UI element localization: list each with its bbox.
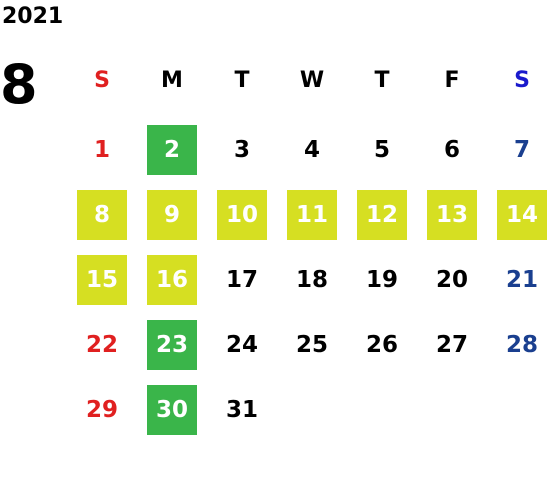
day-cell[interactable]: 8 [77,190,127,240]
day-cell[interactable]: 25 [295,332,328,358]
month-label: 8 [0,53,38,116]
weekday-header: S [514,68,530,93]
day-cell[interactable]: 2 [147,125,197,175]
day-cell[interactable]: 26 [365,332,398,358]
day-cell[interactable]: 31 [225,397,258,423]
day-cell[interactable]: 28 [505,332,538,358]
weekday-header: M [161,68,183,93]
day-cell[interactable]: 16 [147,255,197,305]
day-cell[interactable]: 20 [435,267,468,293]
day-cell[interactable]: 5 [373,137,390,163]
day-cell[interactable]: 10 [217,190,267,240]
day-cell[interactable]: 15 [77,255,127,305]
weekday-header: F [444,68,460,93]
day-cell[interactable]: 22 [85,332,118,358]
day-cell[interactable]: 12 [357,190,407,240]
day-cell[interactable]: 1 [93,137,110,163]
day-cell[interactable]: 4 [303,137,320,163]
weekday-header: T [374,68,390,93]
weekday-header: S [94,68,110,93]
day-cell[interactable]: 19 [365,267,398,293]
day-cell[interactable]: 3 [233,137,250,163]
day-cell[interactable]: 18 [295,267,328,293]
day-cell[interactable]: 11 [287,190,337,240]
day-cell[interactable]: 6 [443,137,460,163]
weekday-header: W [299,68,325,93]
year-label: 2021 [2,4,64,29]
day-cell[interactable]: 27 [435,332,468,358]
day-cell[interactable]: 29 [85,397,118,423]
day-cell[interactable]: 30 [147,385,197,435]
day-cell[interactable]: 9 [147,190,197,240]
day-cell[interactable]: 14 [497,190,547,240]
weekday-header: T [234,68,250,93]
day-cell[interactable]: 13 [427,190,477,240]
day-cell[interactable]: 17 [225,267,258,293]
day-cell[interactable]: 24 [225,332,258,358]
day-cell[interactable]: 21 [505,267,538,293]
day-cell[interactable]: 7 [513,137,530,163]
day-cell[interactable]: 23 [147,320,197,370]
